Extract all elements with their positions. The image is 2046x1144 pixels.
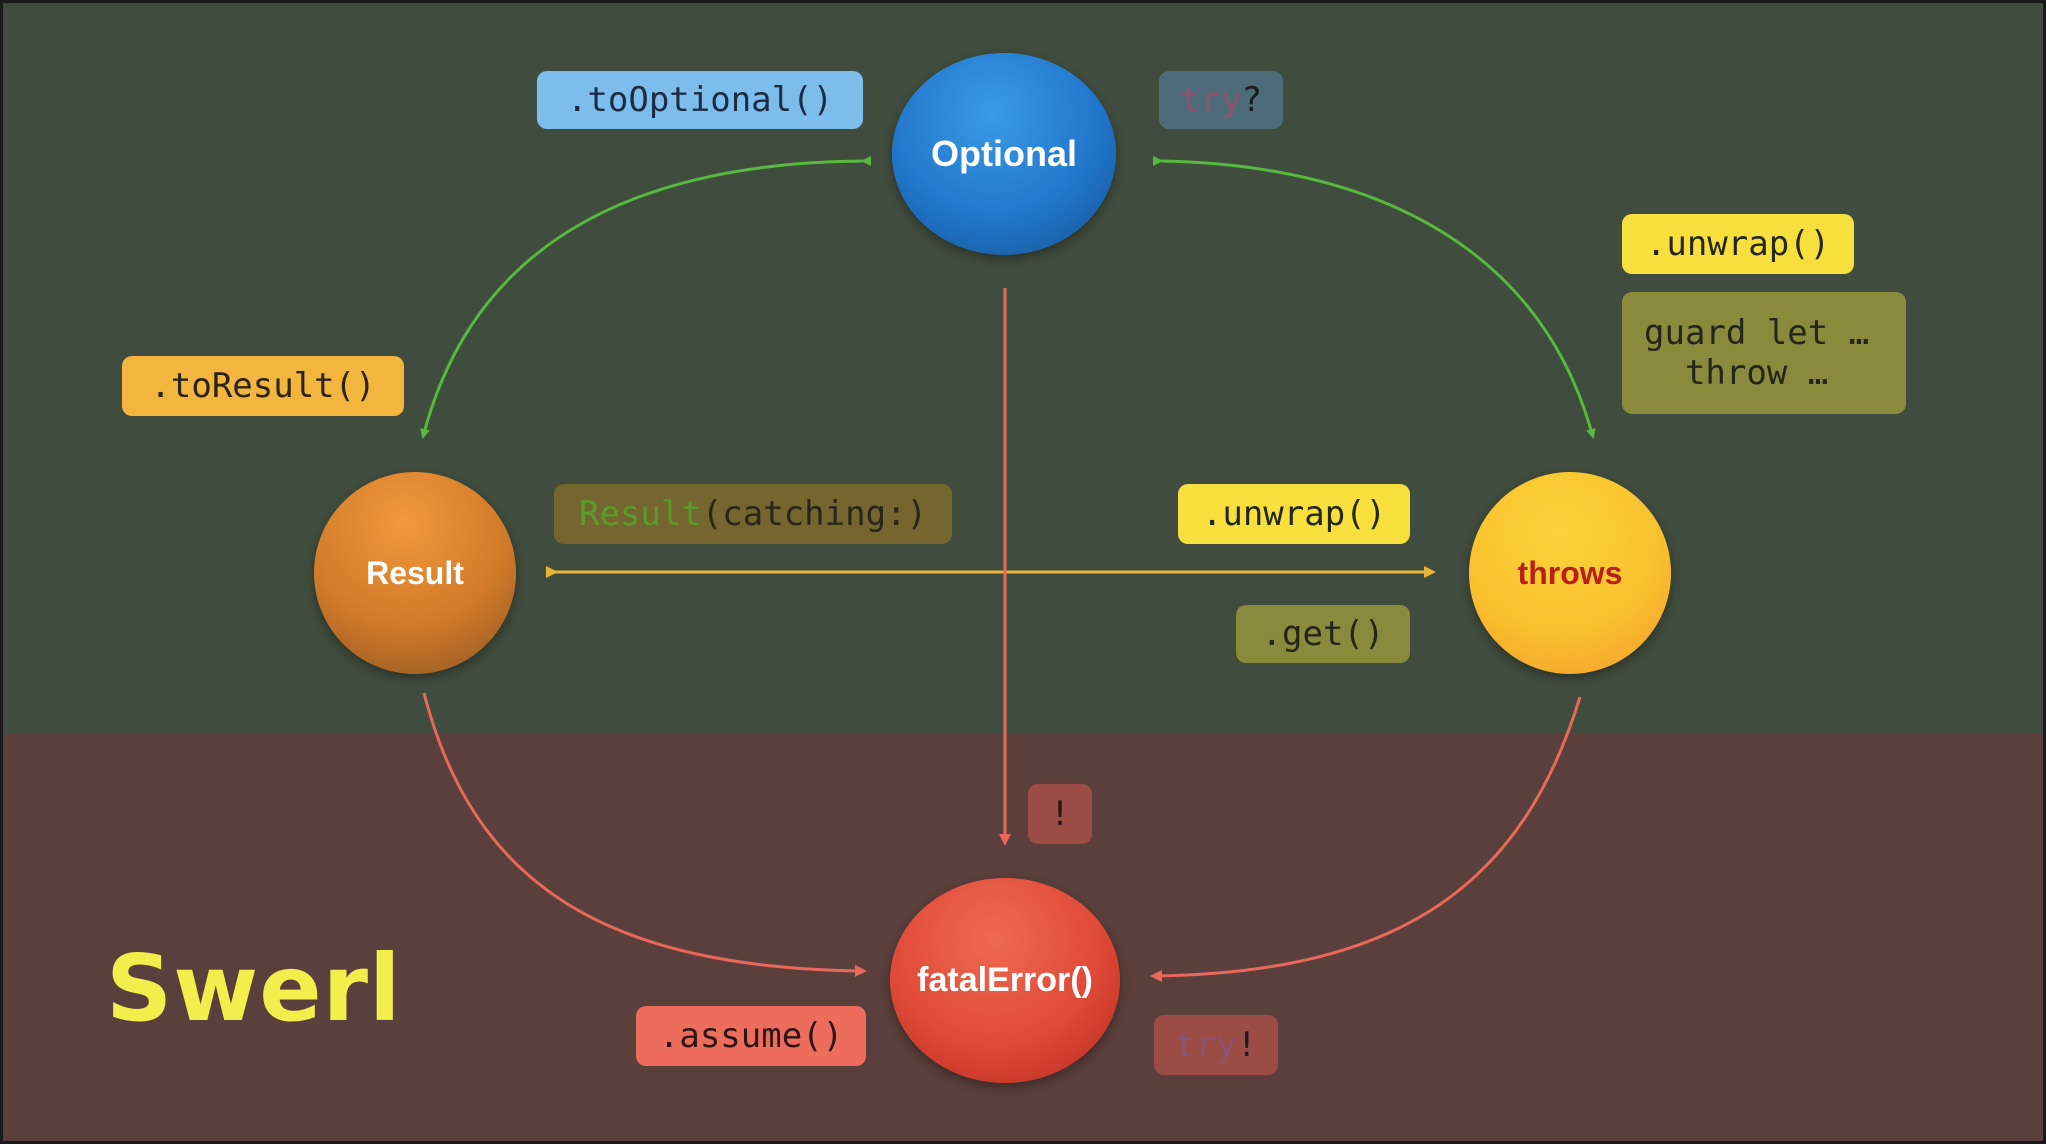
to-optional-label: .toOptional() [537,71,863,129]
edge-throws-fatal [1150,696,1582,982]
guard-let-throw-label: guard let … throw … [1622,292,1906,414]
get-label: .get() [1236,605,1410,663]
fatal-error-node-label: fatalError() [917,961,1093,999]
try-force-operator: ! [1236,1025,1257,1065]
edges [420,155,1596,982]
try-force-label: try! [1154,1015,1278,1075]
result-type-name: Result [579,494,702,534]
result-catching-args: (catching:) [701,494,927,534]
edge-optional-throws [1152,155,1596,439]
title: Swerl [106,935,402,1042]
edge-optional-result [420,155,872,439]
unwrap-throws-label: .unwrap() [1622,214,1854,274]
try-keyword: try [1180,80,1242,120]
slide: Optional Result throws fatalError() .toO… [3,3,2043,1141]
force-unwrap-label: ! [1028,784,1092,844]
result-node-label: Result [366,554,464,591]
to-result-label: .toResult() [122,356,404,416]
unwrap-result-label: .unwrap() [1178,484,1410,544]
result-catching-label: Result(catching:) [554,484,952,544]
optional-node: Optional [892,53,1116,255]
edge-result-fatal [422,692,867,977]
fatal-error-node: fatalError() [890,878,1120,1083]
result-node: Result [314,472,516,674]
assume-label: .assume() [636,1006,866,1066]
try-optional-operator: ? [1241,80,1262,120]
optional-node-label: Optional [931,133,1077,174]
try-optional-label: try? [1159,71,1283,129]
try-force-keyword: try [1175,1025,1237,1065]
throws-node: throws [1469,472,1671,674]
throws-node-label: throws [1517,554,1623,591]
